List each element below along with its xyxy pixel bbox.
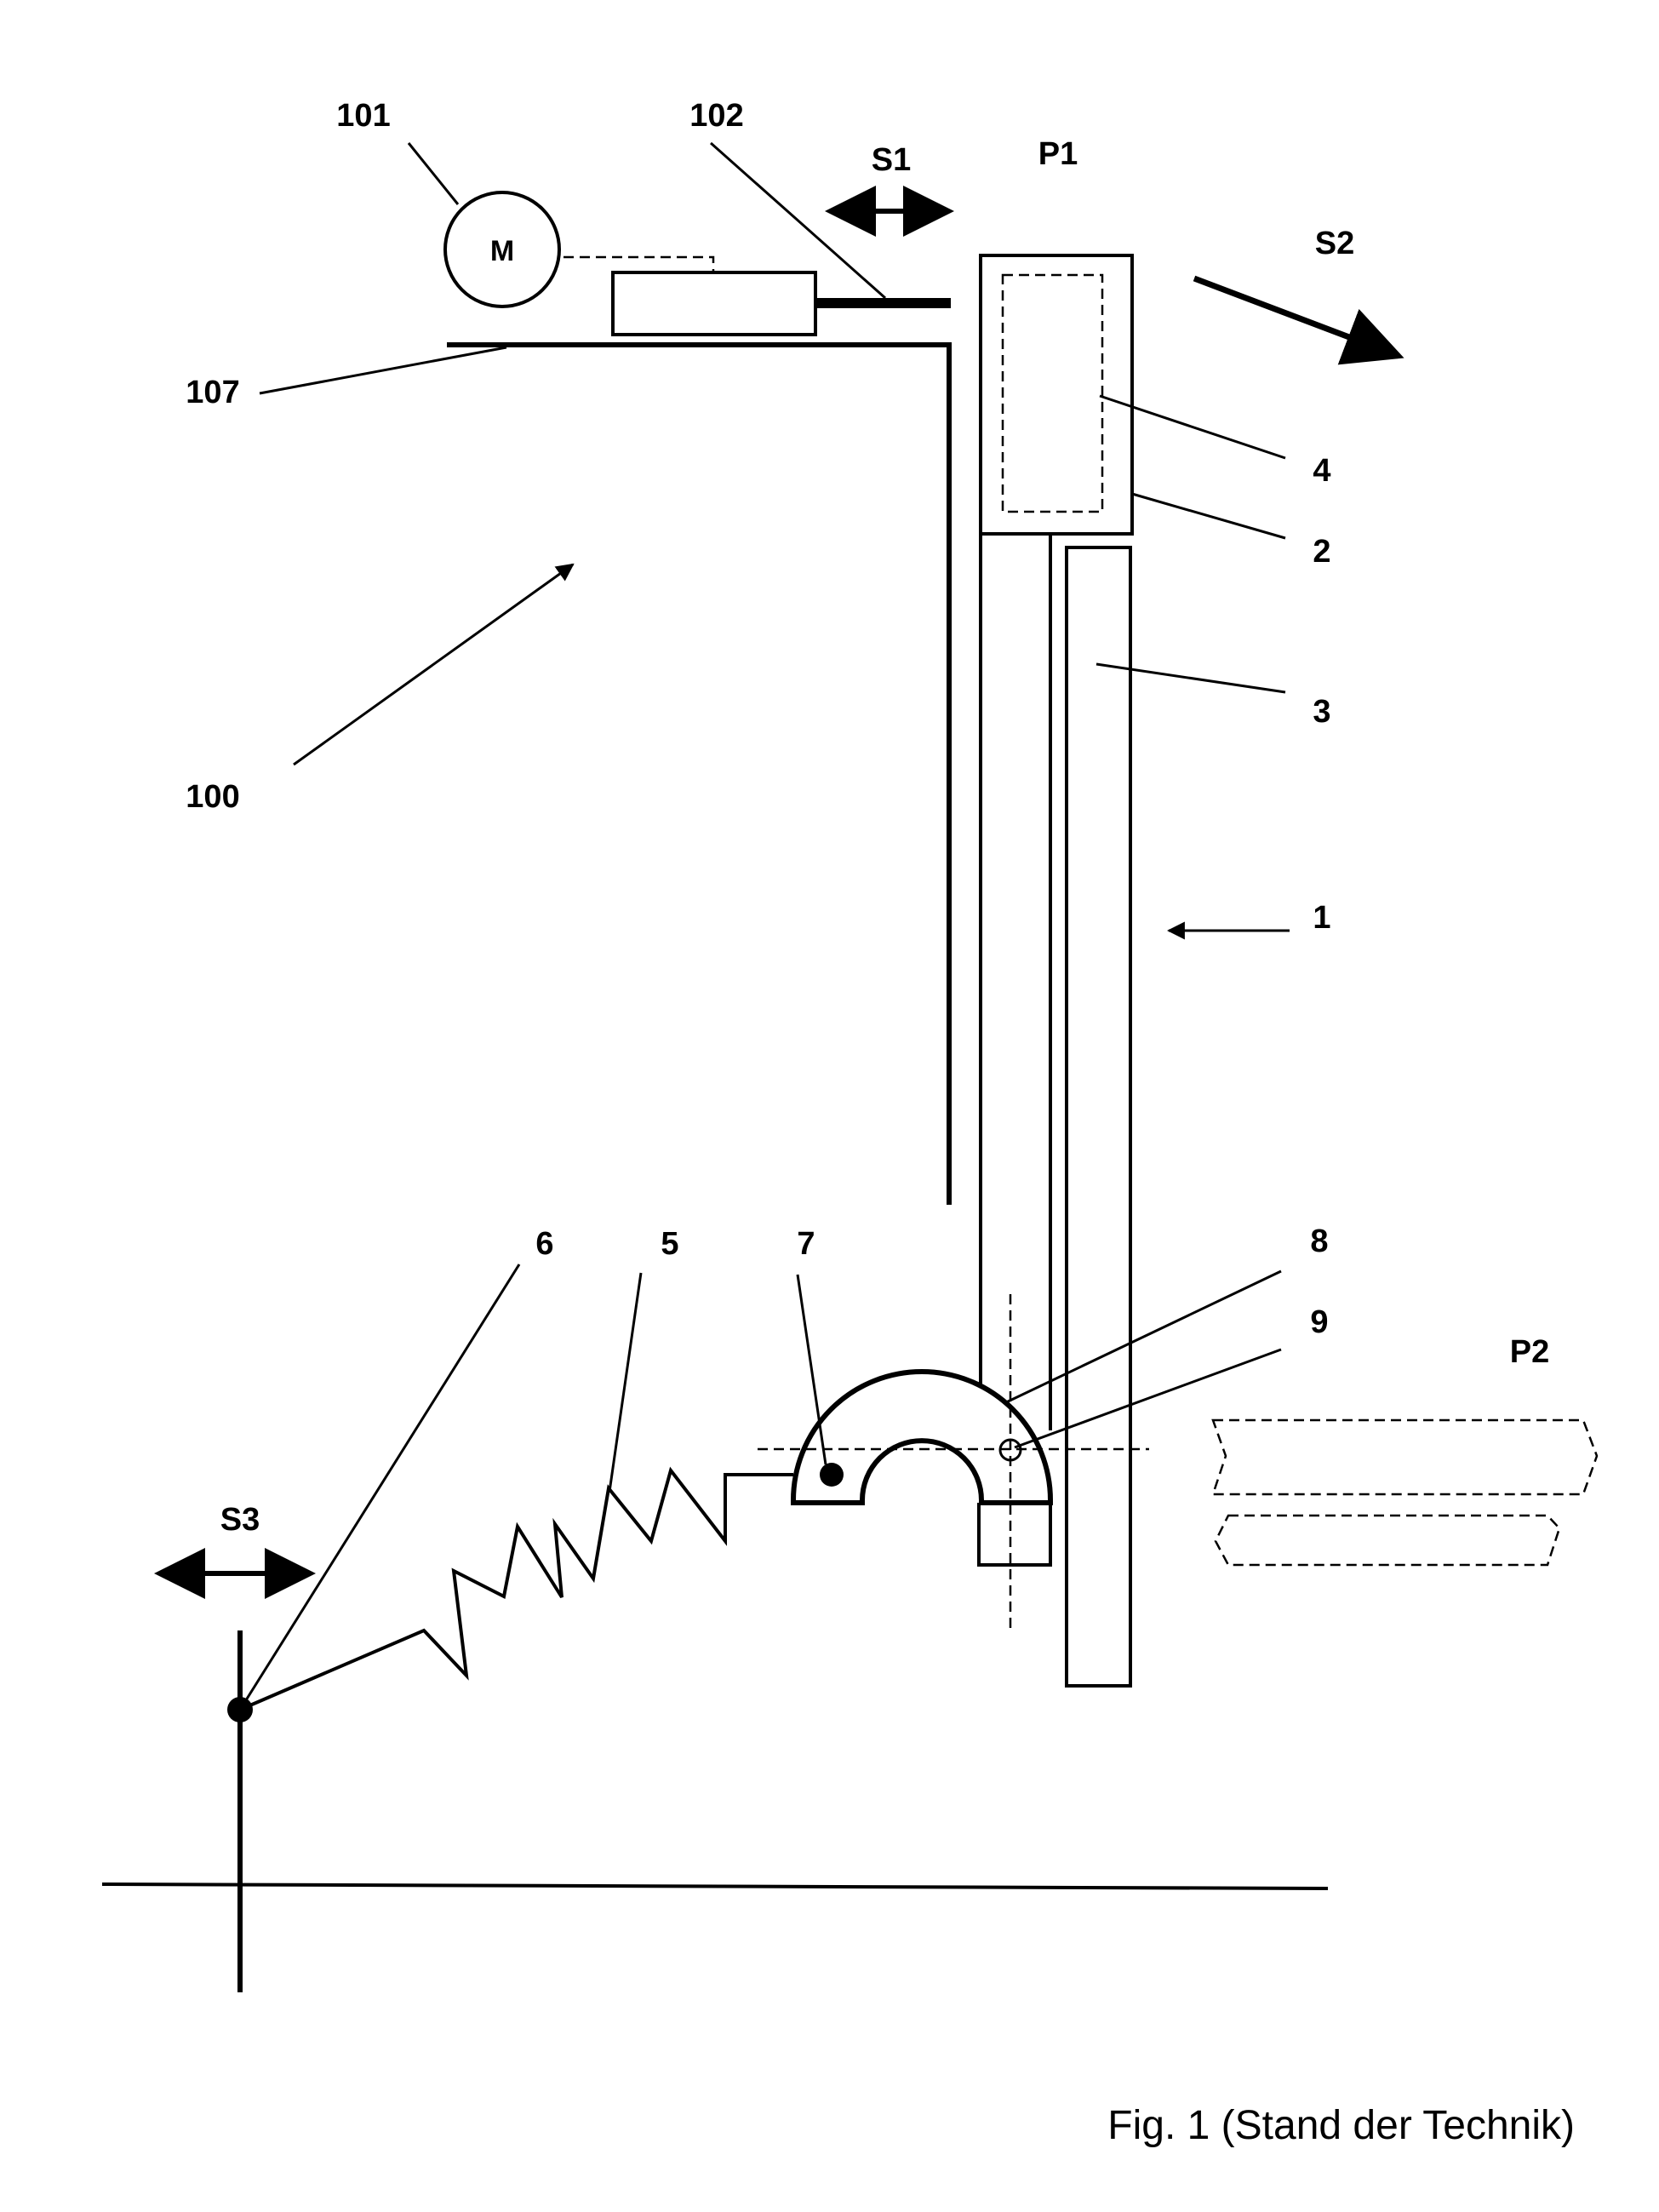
motor: M <box>443 191 561 308</box>
leader-4 <box>1099 394 1286 460</box>
label-8: 8 <box>1310 1223 1328 1259</box>
door-frame <box>447 342 952 1205</box>
guide-bar <box>1065 546 1132 1688</box>
label-6: 6 <box>535 1226 553 1262</box>
label-4: 4 <box>1313 453 1330 489</box>
leader-6 <box>238 1264 521 1711</box>
motor-connection-dashed <box>563 255 715 271</box>
label-s1: S1 <box>872 142 911 178</box>
ref-arrow-100 <box>293 563 575 766</box>
label-9: 9 <box>1310 1304 1328 1340</box>
label-1: 1 <box>1313 900 1330 936</box>
label-2: 2 <box>1313 534 1330 570</box>
actuator-housing <box>611 271 817 336</box>
lock-insert-dashed <box>1001 273 1104 513</box>
s2-arrow <box>1193 275 1404 365</box>
catch-pivot <box>820 1463 844 1487</box>
motor-letter: M <box>490 235 514 267</box>
label-s2: S2 <box>1315 226 1354 261</box>
leader-3 <box>1096 662 1286 694</box>
label-100: 100 <box>186 779 239 815</box>
label-107: 107 <box>186 375 239 410</box>
leader-102 <box>710 141 886 300</box>
leader-107 <box>259 346 507 395</box>
leader-2 <box>1131 492 1286 540</box>
catch-base-block <box>977 1503 1052 1567</box>
leader-5 <box>608 1272 643 1493</box>
label-5: 5 <box>661 1226 678 1262</box>
leader-9 <box>1014 1348 1282 1449</box>
label-101: 101 <box>336 98 390 134</box>
p2-outline-upper <box>1211 1418 1599 1496</box>
lock-housing <box>979 254 1134 536</box>
label-7: 7 <box>797 1226 815 1262</box>
leader-101 <box>407 142 460 205</box>
label-102: 102 <box>689 98 743 134</box>
p2-outline-lower <box>1214 1514 1561 1567</box>
leader-8 <box>1004 1269 1282 1405</box>
label-s3: S3 <box>220 1502 260 1538</box>
label-3: 3 <box>1313 694 1330 730</box>
figure-caption: Fig. 1 (Stand der Technik) <box>1107 2103 1575 2148</box>
label-p2: P2 <box>1510 1334 1549 1370</box>
tension-spring <box>239 1466 793 1711</box>
label-p1: P1 <box>1038 136 1078 172</box>
leader-7 <box>796 1274 827 1465</box>
base-line <box>101 1882 1329 1890</box>
